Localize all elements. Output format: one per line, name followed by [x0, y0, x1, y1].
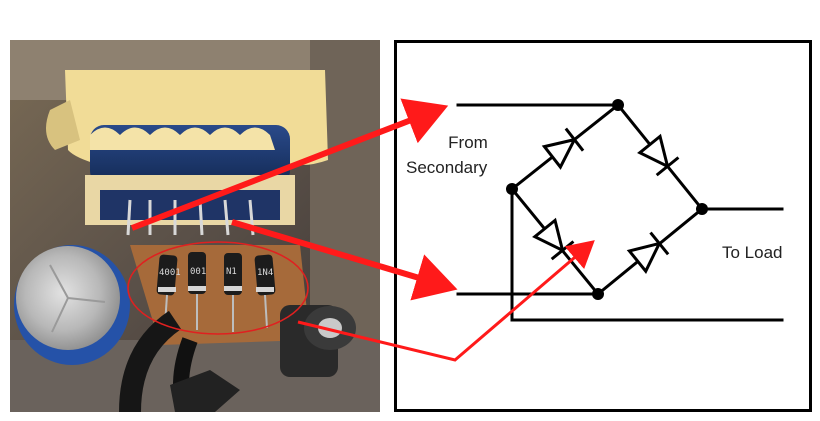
diode-d1-symbol	[541, 127, 585, 170]
diode-1-marking: 4001	[159, 268, 181, 278]
node-right	[696, 203, 708, 215]
from-secondary-label-line2: Secondary	[406, 157, 487, 179]
from-label-line2: Secondary	[406, 158, 488, 177]
node-top	[612, 99, 624, 111]
from-label-line1: From	[448, 133, 488, 152]
diode-d4-symbol	[626, 231, 670, 274]
diode-2-marking: 001	[190, 267, 206, 277]
bridge-rectifier-schematic: From Secondary To Load	[394, 40, 812, 412]
diode-3-marking: N1	[226, 267, 237, 277]
diode-d3-symbol	[532, 217, 575, 261]
power-supply-photo: 4001 001 N1 1N4	[10, 40, 380, 412]
to-load-label: To Load	[722, 243, 783, 262]
from-secondary-label: From	[432, 132, 504, 154]
node-left	[506, 183, 518, 195]
node-bottom	[592, 288, 604, 300]
diode-d2-symbol	[637, 133, 680, 177]
diode-4-marking: 1N4	[257, 268, 273, 278]
